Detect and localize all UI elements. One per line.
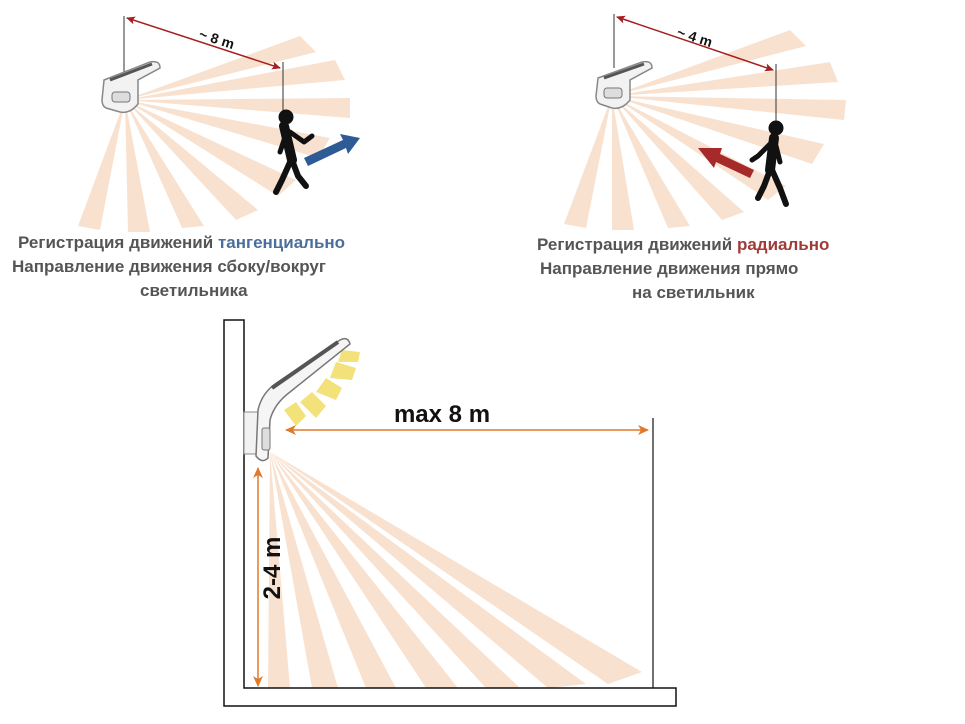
light-rays	[284, 350, 360, 426]
motion-sensor-lamp-icon	[101, 60, 161, 114]
right-caption-accent: радиально	[736, 235, 830, 254]
left-caption-accent: тангенциально	[217, 233, 346, 252]
left-dimension-line	[123, 16, 284, 112]
left-caption-line2: Направление движения сбоку/вокруг	[12, 257, 326, 276]
right-caption: Регистрация движений радиально	[537, 233, 829, 257]
direction-arrow-icon	[698, 148, 754, 178]
right-caption-prefix: Регистрация движений	[537, 235, 737, 254]
horizontal-distance-label: max 8 m	[394, 401, 490, 428]
left-caption: Регистрация движений тангенциально	[18, 231, 345, 255]
walking-person-icon	[749, 120, 789, 207]
wall-lamp-icon	[243, 337, 351, 462]
right-caption-line2: Направление движения прямо	[540, 259, 799, 278]
right-detection-fan	[564, 30, 846, 230]
right-panel	[564, 14, 846, 230]
left-caption-line3: светильника	[140, 281, 248, 300]
right-caption-line1: Регистрация движений радиально	[537, 233, 829, 257]
vertical-distance-label: 2-4 m	[259, 537, 286, 600]
wall-and-floor	[223, 319, 677, 707]
walking-person-icon	[273, 109, 315, 195]
bottom-detection-fan	[268, 452, 642, 688]
left-caption-line1: Регистрация движений тангенциально	[18, 231, 345, 255]
bottom-panel	[223, 319, 677, 707]
right-dimension-line	[613, 14, 777, 128]
left-caption-prefix: Регистрация движений	[18, 233, 218, 252]
right-distance-label: ~ 4 m	[675, 24, 714, 50]
motion-sensor-lamp-icon	[595, 60, 653, 110]
left-detection-fan	[78, 36, 350, 232]
right-caption-line3: на светильник	[632, 283, 755, 302]
left-panel	[78, 16, 360, 232]
direction-arrow-icon	[304, 134, 360, 166]
